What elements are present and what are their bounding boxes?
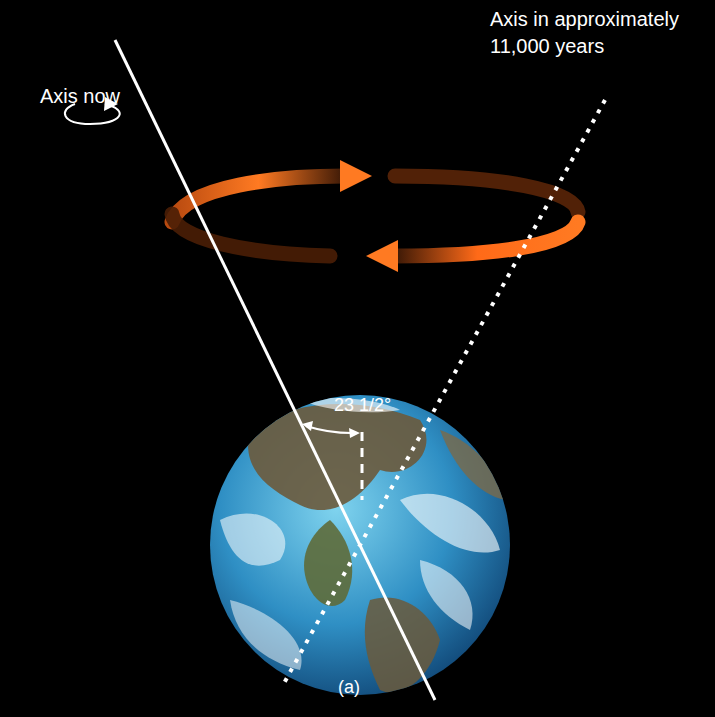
vertical-reference-line xyxy=(361,432,364,500)
angle-label: 23 1/2° xyxy=(334,394,391,416)
axis-label: Axis now xyxy=(40,84,120,108)
tilt-angle-arc xyxy=(302,421,360,438)
future-axis-line xyxy=(283,100,605,685)
axis-now-line xyxy=(115,40,435,700)
axis-label: Axis in approximately 11,000 years xyxy=(490,6,695,60)
precession-arrows xyxy=(172,160,578,272)
figure-label: (a) xyxy=(338,676,360,698)
